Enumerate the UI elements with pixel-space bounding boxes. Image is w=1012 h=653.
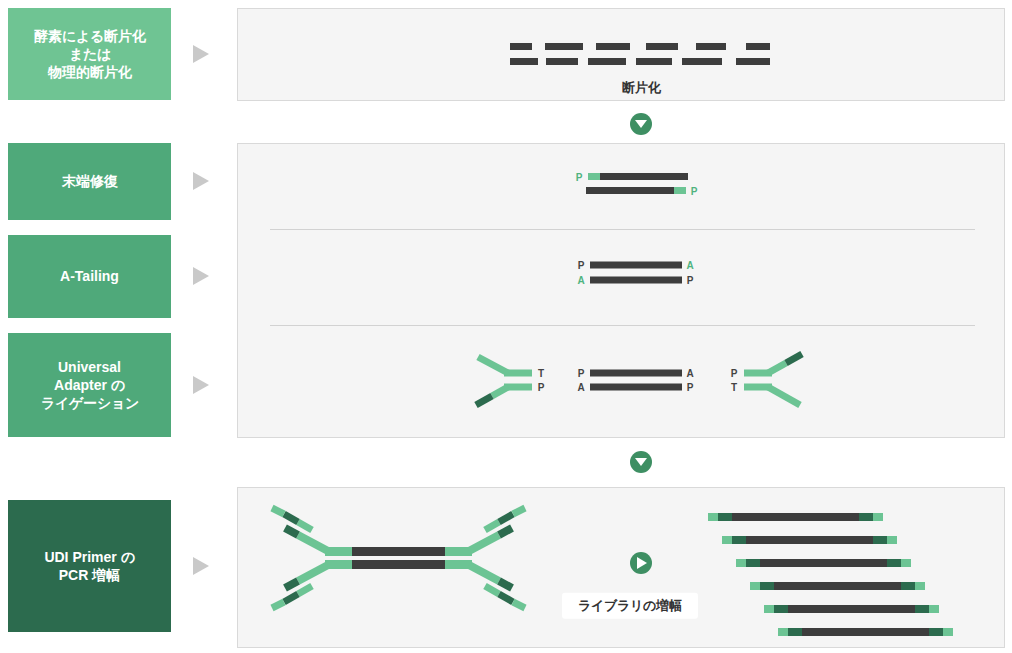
step-arrow-circle (630, 451, 652, 473)
play-circle (630, 552, 652, 574)
end-repaired-dna (586, 173, 688, 194)
end-letter: P (687, 382, 694, 393)
separator-line (270, 325, 975, 326)
dna-fragments (510, 43, 770, 65)
a-tailed-dna (590, 262, 682, 284)
caption-label: ライブラリの増幅 (562, 593, 698, 619)
step-box: A-Tailing (8, 235, 171, 318)
step-box: Universal Adapter の ライゲーション (8, 333, 171, 437)
pointer-triangle (193, 376, 209, 394)
step-panel (238, 488, 1005, 648)
pointer-triangle (193, 557, 209, 575)
end-letter: A (686, 368, 693, 379)
pcr-template (272, 508, 525, 608)
step-arrow-circle (635, 120, 647, 128)
pointer-triangle (193, 172, 209, 190)
step-label: UDI Primer の PCR 増幅 (35, 548, 145, 584)
step-label: 末端修復 (35, 172, 145, 190)
end-letter: T (731, 382, 737, 393)
step-arrow-circle (630, 113, 652, 135)
end-letter: A (577, 382, 584, 393)
play-circle (637, 557, 647, 569)
step-label: A-Tailing (35, 267, 145, 285)
end-letter: A (577, 275, 584, 286)
step-panel (238, 144, 1005, 438)
end-letter: P (538, 382, 545, 393)
end-letter: A (686, 260, 693, 271)
end-letter: P (578, 260, 585, 271)
step-box: 酵素による断片化 または 物理的断片化 (8, 8, 171, 100)
separator-line (270, 229, 975, 230)
end-letter: P (687, 275, 694, 286)
step-box: UDI Primer の PCR 増幅 (8, 500, 171, 632)
pointer-triangle (193, 45, 209, 63)
step-label: Universal Adapter の ライゲーション (35, 358, 145, 413)
end-letter: P (578, 368, 585, 379)
step-label: 酵素による断片化 または 物理的断片化 (29, 27, 151, 82)
step-panel (238, 9, 1005, 101)
pointer-triangle (193, 267, 209, 285)
amplified-library (708, 513, 953, 636)
end-letter: T (538, 368, 544, 379)
adapter-ligation (476, 354, 802, 405)
caption-label: 断片化 (622, 81, 661, 95)
end-letter: P (691, 186, 698, 197)
end-letter: P (576, 172, 583, 183)
step-box: 末端修復 (8, 143, 171, 220)
step-arrow-circle (635, 458, 647, 466)
end-letter: P (731, 368, 738, 379)
